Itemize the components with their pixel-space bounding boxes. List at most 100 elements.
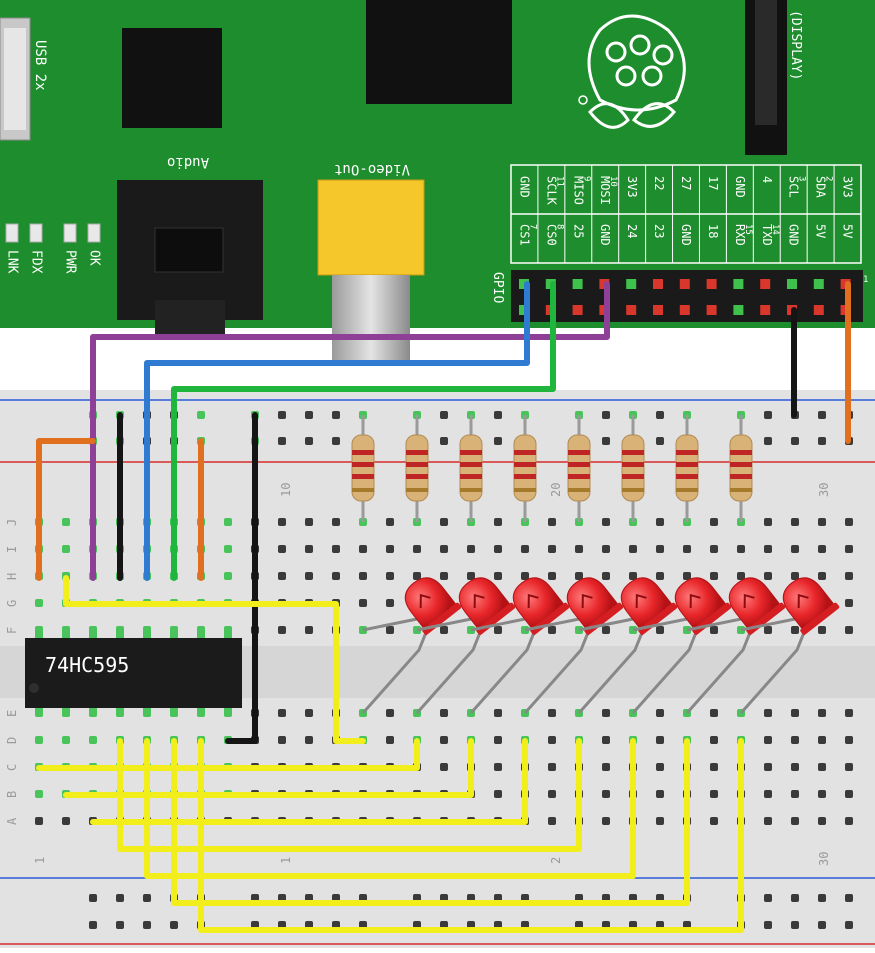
resistor-band-tolerance bbox=[622, 488, 644, 492]
resistor-band bbox=[460, 474, 482, 479]
gpio-top-label: SDA bbox=[814, 176, 828, 198]
wire-purple bbox=[90, 281, 610, 581]
resistor-band bbox=[676, 462, 698, 467]
breadboard-hole bbox=[386, 736, 394, 744]
gpio-pin bbox=[679, 279, 690, 289]
breadboard-hole bbox=[440, 572, 448, 580]
chip-pin bbox=[116, 706, 124, 716]
gpio-top-label: 4 bbox=[760, 176, 774, 183]
breadboard-hole bbox=[602, 736, 610, 744]
breadboard-hole bbox=[197, 411, 205, 419]
chip-pin bbox=[116, 630, 124, 640]
gpio-bottom-number: 8 bbox=[554, 224, 564, 229]
resistor-band bbox=[622, 462, 644, 467]
resistor-band bbox=[406, 474, 428, 479]
breadboard-hole bbox=[548, 545, 556, 553]
gpio-bottom-label: GND bbox=[787, 224, 801, 246]
breadboard-hole bbox=[710, 545, 718, 553]
gpio-top-number: 10 bbox=[608, 176, 618, 187]
column-numbers: 10 20 30 1 1 2 30 bbox=[33, 483, 831, 866]
resistor-band-tolerance bbox=[568, 488, 590, 492]
breadboard-hole bbox=[683, 545, 691, 553]
chip-pin bbox=[89, 630, 97, 640]
breadboard-hole bbox=[710, 790, 718, 798]
soc-chip bbox=[122, 28, 222, 128]
breadboard-hole bbox=[305, 709, 313, 717]
gpio-pin bbox=[760, 305, 771, 315]
board-led-label: OK bbox=[87, 250, 102, 266]
breadboard-hole bbox=[602, 763, 610, 771]
breadboard-hole bbox=[629, 545, 637, 553]
gpio-label: GPIO bbox=[490, 272, 505, 303]
resistors bbox=[351, 415, 753, 522]
breadboard-hole bbox=[710, 817, 718, 825]
breadboard-hole bbox=[602, 709, 610, 717]
breadboard-hole bbox=[332, 545, 340, 553]
resistor-band bbox=[622, 450, 644, 455]
breadboard-hole bbox=[602, 437, 610, 445]
breadboard-hole bbox=[575, 545, 583, 553]
breadboard-hole bbox=[386, 599, 394, 607]
breadboard-hole bbox=[467, 545, 475, 553]
breadboard-hole bbox=[278, 572, 286, 580]
breadboard-hole bbox=[791, 709, 799, 717]
breadboard-hole bbox=[494, 518, 502, 526]
resistor-band bbox=[730, 462, 752, 467]
resistor-band bbox=[568, 450, 590, 455]
row-letters: J I H G F E D C B A bbox=[5, 519, 19, 825]
board-led-lnk bbox=[5, 223, 19, 243]
breadboard-hole bbox=[494, 763, 502, 771]
gpio-pin bbox=[706, 305, 717, 315]
breadboard-hole bbox=[791, 545, 799, 553]
raspberry-logo bbox=[578, 14, 686, 129]
breadboard-hole bbox=[656, 790, 664, 798]
breadboard-hole bbox=[656, 763, 664, 771]
chip-pin bbox=[197, 706, 205, 716]
gpio-bottom-label: RXD bbox=[733, 224, 747, 246]
breadboard-hole bbox=[386, 545, 394, 553]
breadboard-hole bbox=[602, 411, 610, 419]
wire-yellow-qe bbox=[117, 738, 582, 852]
breadboard-hole bbox=[278, 736, 286, 744]
led-dome bbox=[728, 577, 782, 631]
gpio-top-label: 3V3 bbox=[841, 176, 855, 198]
chip-pin bbox=[89, 706, 97, 716]
led-lead-short bbox=[686, 617, 742, 632]
breadboard-hole bbox=[440, 545, 448, 553]
led-lead-short bbox=[470, 617, 526, 632]
led-anvil bbox=[419, 593, 431, 609]
resistor-band bbox=[406, 462, 428, 467]
breadboard-hole bbox=[764, 709, 772, 717]
resistor-band bbox=[730, 474, 752, 479]
gpio-top-label: MISO bbox=[571, 176, 585, 205]
breadboard-hole bbox=[440, 709, 448, 717]
resistor-band bbox=[460, 450, 482, 455]
breadboard-hole bbox=[548, 817, 556, 825]
breadboard-hole bbox=[440, 763, 448, 771]
led-rim bbox=[800, 602, 840, 635]
wire-black-chip bbox=[225, 412, 258, 744]
breadboard-hole bbox=[764, 626, 772, 634]
gpio-pin bbox=[653, 279, 663, 289]
gpio-top-label: MOSI bbox=[598, 176, 612, 205]
breadboard-hole bbox=[791, 763, 799, 771]
breadboard-hole bbox=[845, 599, 853, 607]
led-dome bbox=[512, 577, 566, 631]
resistor-band bbox=[514, 462, 536, 467]
breadboard-hole bbox=[683, 572, 691, 580]
led-dome bbox=[404, 577, 458, 631]
breadboard-hole bbox=[845, 518, 853, 526]
led-anvil bbox=[743, 593, 755, 609]
video-label: Video-Out bbox=[334, 161, 410, 177]
gpio-bottom-label: CS1 bbox=[517, 224, 531, 246]
resistor-band-tolerance bbox=[676, 488, 698, 492]
row-letter-e: E bbox=[5, 710, 19, 717]
breadboard-hole bbox=[818, 545, 826, 553]
breadboard-hole bbox=[656, 411, 664, 419]
wire-orange-left bbox=[36, 438, 96, 581]
board-led-fdx bbox=[29, 223, 43, 243]
breadboard-hole bbox=[818, 763, 826, 771]
breadboard-hole bbox=[818, 736, 826, 744]
video-jack-barrel bbox=[332, 275, 410, 360]
